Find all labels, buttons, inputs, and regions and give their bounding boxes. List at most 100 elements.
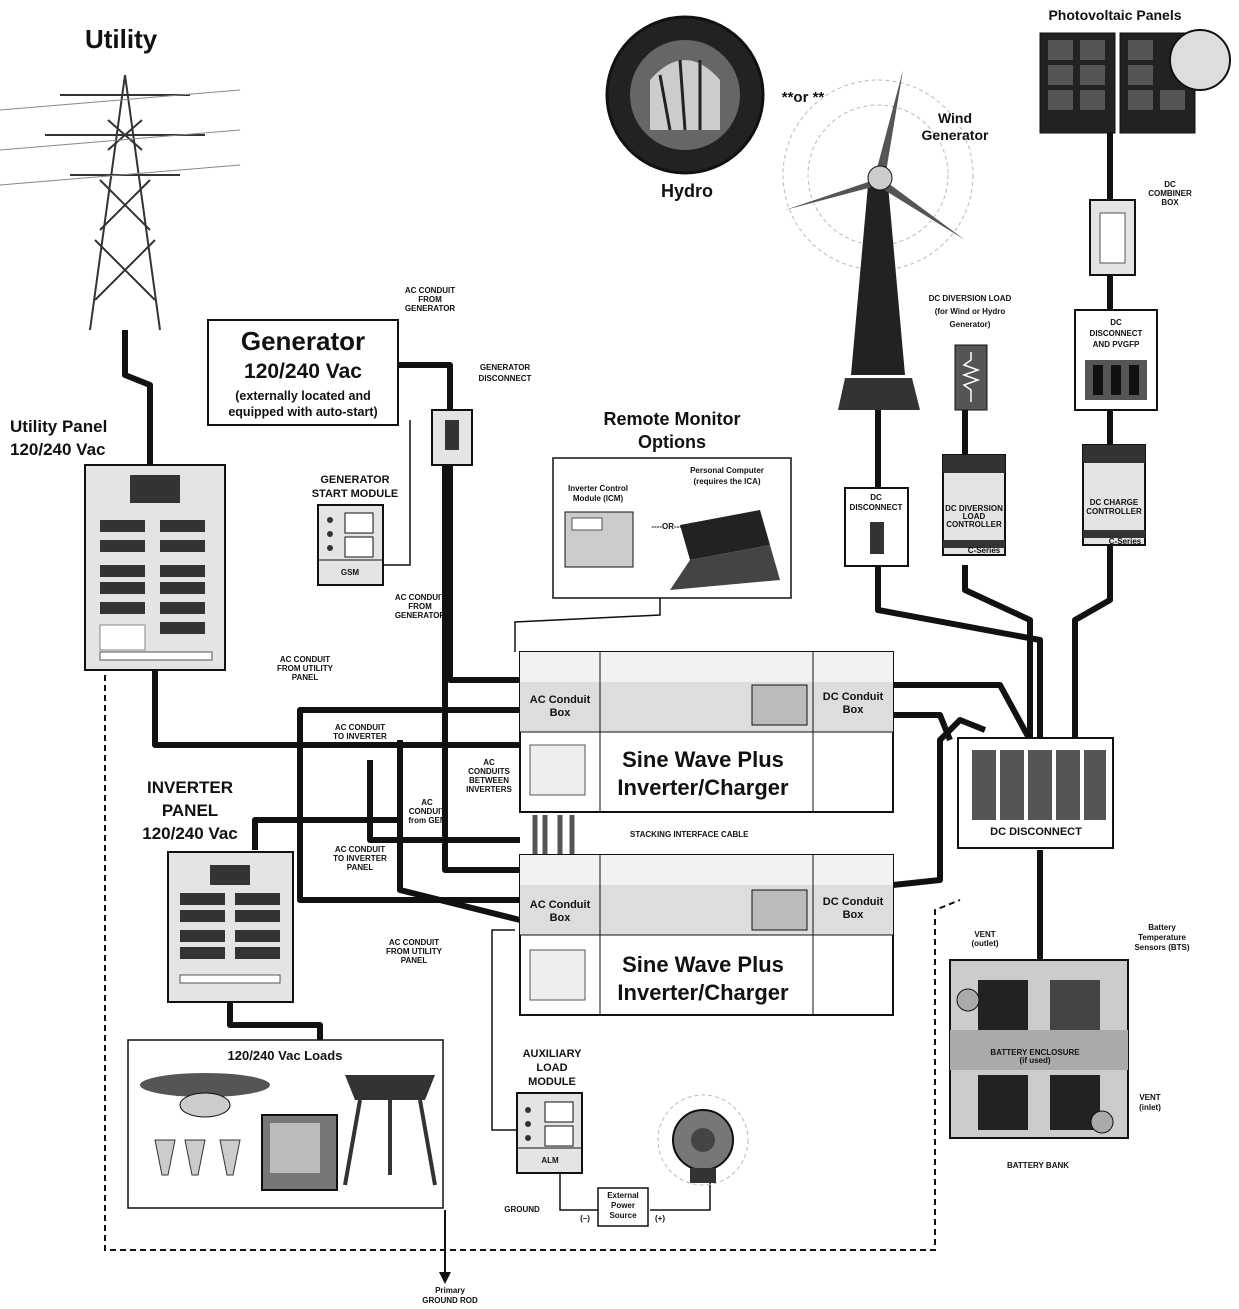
svg-text:PANEL: PANEL <box>347 741 374 750</box>
label-ac-between-inverters: AC CONDUITS BETWEEN INVERTERS <box>466 758 512 794</box>
stacking-cable <box>532 815 575 855</box>
remote-title-1: Remote Monitor <box>604 409 741 429</box>
photovoltaic-panels <box>1039 29 1231 134</box>
inverter-panel <box>167 851 294 1003</box>
alm-tag: ALM <box>541 1156 559 1165</box>
bts-label-2: Temperature <box>1138 933 1186 942</box>
combiner-label-2: COMBINER <box>1148 189 1192 198</box>
combiner-label-3: BOX <box>1161 198 1179 207</box>
generator-disconnect <box>431 409 473 466</box>
battery-enclosure <box>949 959 1129 1139</box>
inv-panel-title-1: INVERTER <box>147 778 233 797</box>
wind-generator-icon <box>782 70 974 410</box>
div-load-label-3: Generator) <box>950 320 991 329</box>
or-label: **or ** <box>782 89 825 106</box>
dc-disconnect-pvgfp <box>1074 309 1158 411</box>
inv2-ac-label-1: AC Conduit <box>530 899 591 911</box>
pvgfp-label-2: DISCONNECT <box>1090 329 1143 338</box>
ground-rod-label-2: GROUND ROD <box>422 1296 478 1305</box>
gsm-wire <box>383 420 411 566</box>
pc-label-1: Personal Computer <box>690 466 764 475</box>
dc-diversion-load-controller <box>942 454 1006 556</box>
svg-text:AC: AC <box>483 758 495 767</box>
div-load-label-1: DC DIVERSION LOAD <box>929 294 1012 303</box>
pc-label-2: (requires the ICA) <box>693 477 760 486</box>
dc-wind-label-1: DC <box>870 493 882 502</box>
icm-label-1: Inverter Control <box>568 484 628 493</box>
bts-label-3: Sensors (BTS) <box>1134 943 1189 952</box>
alm-wire <box>491 929 517 1131</box>
inv1-ac-label-1: AC Conduit <box>530 694 591 706</box>
svg-text:TO INVERTER: TO INVERTER <box>333 732 387 741</box>
gen-disconnect-label-2: DISCONNECT <box>479 374 532 383</box>
svg-text:AC CONDUIT: AC CONDUIT <box>335 845 385 854</box>
alm-label-3: MODULE <box>528 1076 576 1088</box>
vent-in-label-2: (inlet) <box>1139 1103 1161 1112</box>
label-ac-from-utility-low: AC CONDUIT FROM UTILITY PANEL <box>386 938 443 965</box>
div-ctrl-label-1: DC DIVERSION <box>945 504 1003 513</box>
wind-label-1: Wind <box>938 110 972 126</box>
vent-out-label-2: (outlet) <box>971 939 998 948</box>
loads-box <box>127 1039 444 1209</box>
inv1-name-1: Sine Wave Plus <box>622 747 784 772</box>
inv1-ac-label-2: Box <box>550 707 572 719</box>
dc-disconnect-main-label: DC DISCONNECT <box>990 826 1082 838</box>
dc-wind-label-2: DISCONNECT <box>850 503 903 512</box>
svg-text:INVERTERS: INVERTERS <box>466 785 512 794</box>
utility-panel-voltage: 120/240 Vac <box>10 440 105 459</box>
svg-text:from GEN: from GEN <box>408 816 446 825</box>
ground-rod-label-1: Primary <box>435 1286 465 1295</box>
utility-title: Utility <box>85 24 158 54</box>
inv-panel-title-2: PANEL <box>162 801 218 820</box>
div-ctrl-series: C-Series <box>968 546 1001 555</box>
charge-ctrl-label-1: DC CHARGE <box>1090 498 1139 507</box>
dc-disconnect-main <box>957 737 1114 849</box>
svg-text:GENERATOR: GENERATOR <box>405 304 456 313</box>
inverter-2 <box>519 854 894 1016</box>
dc-combiner-box <box>1089 199 1136 276</box>
svg-text:GENERATOR: GENERATOR <box>395 611 446 620</box>
svg-text:FROM UTILITY: FROM UTILITY <box>277 664 334 673</box>
hydro-label: Hydro <box>661 181 713 201</box>
battery-enclosure-label-2: (if used) <box>1019 1056 1050 1065</box>
generator-note-2: equipped with auto-start) <box>228 405 377 419</box>
alm-label-1: AUXILIARY <box>523 1048 583 1060</box>
generator-box: Generator 120/240 Vac (externally locate… <box>207 319 399 426</box>
inv-panel-title-3: 120/240 Vac <box>142 824 237 843</box>
gen-disconnect-label-1: GENERATOR <box>480 363 531 372</box>
stacking-label: STACKING INTERFACE CABLE <box>630 830 749 839</box>
utility-panel-title: Utility Panel <box>10 417 107 436</box>
ext-label-1: External <box>607 1191 639 1200</box>
bts-label-1: Battery <box>1148 923 1176 932</box>
generator-start-module: GSM <box>317 504 384 586</box>
ext-label-3: Source <box>609 1211 637 1220</box>
gsm-tag: GSM <box>341 568 360 577</box>
inverter-1 <box>519 651 894 813</box>
ground-label: GROUND <box>504 1205 540 1214</box>
pvgfp-label-3: AND PVGFP <box>1093 340 1140 349</box>
pvgfp-label-1: DC <box>1110 318 1122 327</box>
wind-label-2: Generator <box>922 127 989 143</box>
svg-text:AC CONDUIT: AC CONDUIT <box>395 593 445 602</box>
external-power-source <box>597 1187 649 1227</box>
inv2-dc-label-1: DC Conduit <box>823 896 884 908</box>
icm-label-2: Module (ICM) <box>573 494 624 503</box>
ground-rod <box>439 1210 451 1284</box>
generator-voltage: 120/240 Vac <box>244 360 362 383</box>
remote-or: ----OR---- <box>651 522 685 531</box>
alarm-bell-icon <box>657 1094 749 1186</box>
svg-text:AC CONDUIT: AC CONDUIT <box>335 723 385 732</box>
charge-ctrl-series: C-Series <box>1109 537 1142 546</box>
utility-tower <box>0 74 241 331</box>
pv-title: Photovoltaic Panels <box>1048 7 1181 23</box>
remote-wire <box>514 598 661 652</box>
remote-monitor-box <box>552 457 792 599</box>
ground-wire <box>104 665 961 1251</box>
svg-text:AC CONDUIT: AC CONDUIT <box>405 286 455 295</box>
loads-title: 120/240 Vac Loads <box>228 1048 343 1063</box>
minus-label: (–) <box>580 1214 590 1223</box>
svg-text:CONDUIT: CONDUIT <box>409 807 446 816</box>
label-ac-from-gen-small: AC CONDUIT from GEN <box>408 798 446 825</box>
battery-enclosure-label-1: BATTERY ENCLOSURE <box>990 1048 1080 1057</box>
